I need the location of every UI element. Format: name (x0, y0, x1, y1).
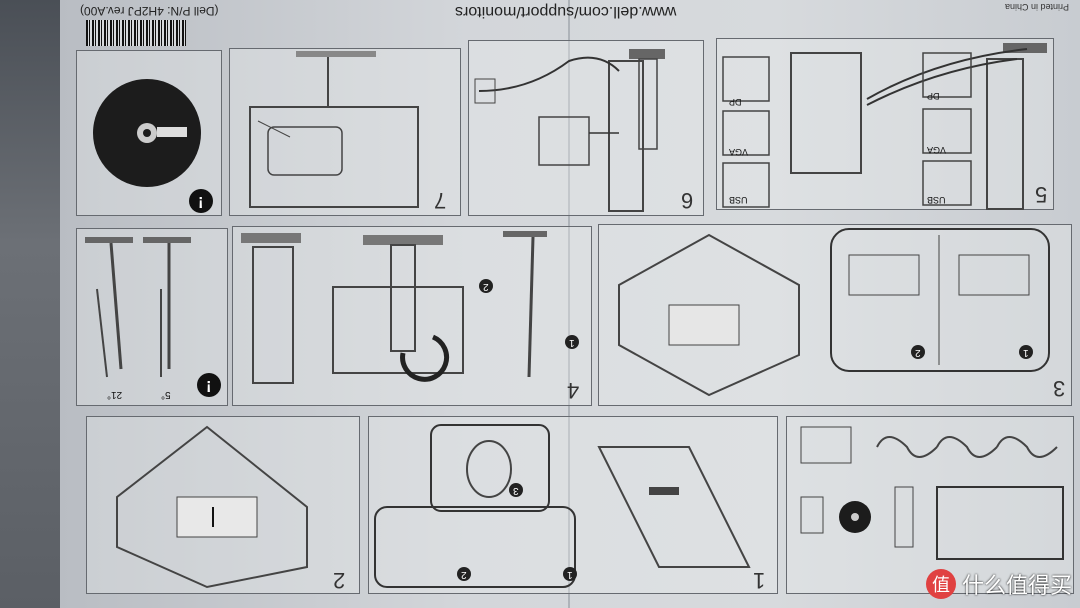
disc-illustration (93, 79, 201, 187)
panel-number-7: 7 (434, 188, 447, 213)
step-marker-1c: 3 (509, 483, 523, 497)
panel-step-7: 7 (229, 48, 461, 216)
panel-step-2: 2 (86, 416, 360, 594)
printed-in-label: Printed in China (1005, 2, 1070, 12)
label-dp-left: DP (729, 97, 742, 107)
panel-number-4: 4 (567, 378, 580, 403)
panel-number-2: 2 (333, 568, 346, 593)
step-marker-3a: 1 (1019, 345, 1033, 359)
stand-attach-illustration (241, 231, 547, 384)
label-vga-right: VGA (927, 145, 947, 155)
cable-connection-illustration (722, 43, 1047, 210)
panel-step-4: 1 2 4 (232, 226, 592, 406)
notice-icon-tilt: ! (197, 373, 221, 397)
panel-number-5: 5 (1035, 182, 1048, 207)
part-number: (Dell P/N: 4H2PJ rev.A00) (80, 4, 219, 18)
label-dp-right: DP (927, 91, 940, 101)
panel-number-6: 6 (681, 188, 694, 213)
watermark: 值 什么值得买 (925, 568, 1072, 600)
panel-number-3: 3 (1053, 376, 1066, 401)
panel-step-3: 1 2 3 (598, 224, 1072, 406)
power-connection-illustration (474, 49, 665, 212)
label-vga-left: VGA (729, 147, 749, 157)
unpack-illustration (116, 425, 308, 589)
notice-icon: ! (189, 189, 213, 213)
tilt-back-label: 21° (107, 389, 123, 400)
contents-illustration (800, 426, 1064, 560)
base-assembly-illustration (374, 424, 751, 588)
step-marker-1: 1 (565, 335, 579, 349)
label-usb-right: USB (927, 195, 946, 205)
step-marker-2: 2 (479, 279, 493, 293)
cover-removal-illustration (618, 228, 1050, 397)
step-marker-1b: 2 (457, 567, 471, 581)
fold-line (568, 0, 570, 608)
panel-step-6: 6 (468, 40, 704, 216)
tilt-illustration (85, 237, 191, 378)
panel-documentation: ! (76, 50, 222, 216)
step-marker-1a: 1 (563, 567, 577, 581)
panel-number-1: 1 (753, 568, 766, 593)
support-url: www.dell.com/support/monitors (455, 3, 677, 20)
panel-step-5: DP VGA USB DP VGA USB 5 (716, 38, 1054, 210)
panel-step-1: 1 2 3 1 (368, 416, 778, 594)
tilt-forward-label: 5° (161, 389, 171, 400)
step-marker-3b: 2 (911, 345, 925, 359)
barcode (86, 20, 186, 46)
label-usb-left: USB (729, 195, 748, 205)
panel-tilt: 21° 5° ! (76, 228, 228, 406)
watermark-text: 什么值得买 (961, 574, 1072, 599)
watermark-logo-icon: 值 (925, 569, 956, 599)
cable-cover-illustration (249, 51, 419, 208)
